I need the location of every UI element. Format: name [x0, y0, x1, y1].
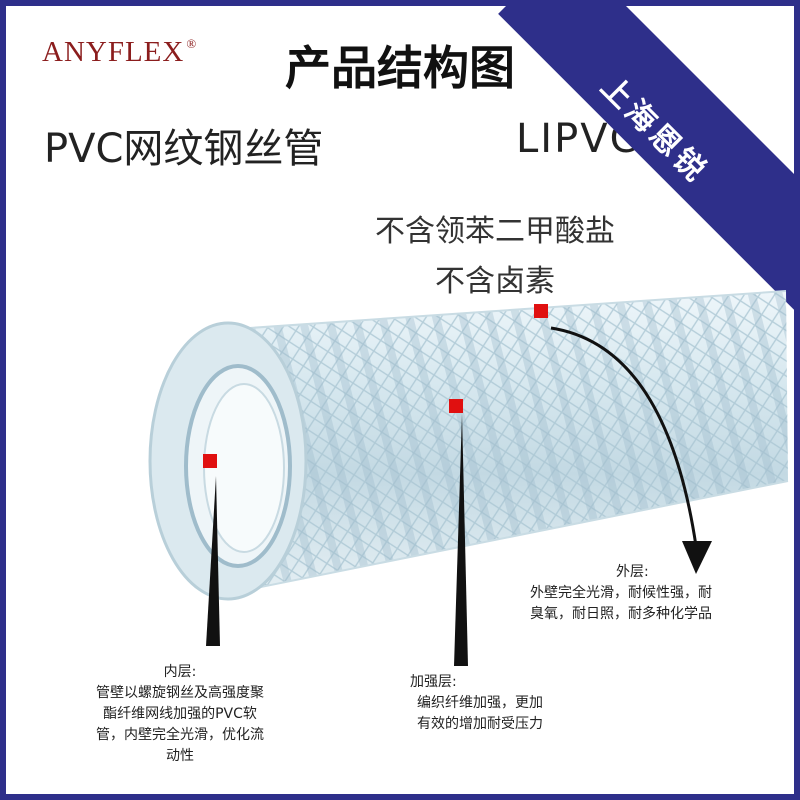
- inner-layer-marker: [203, 454, 217, 468]
- inner-layer-line-4: 动性: [166, 748, 194, 764]
- registered-mark: ®: [186, 36, 198, 51]
- inner-layer-title: 内层:: [163, 664, 197, 680]
- hose-illustration: [148, 290, 789, 666]
- brand-name: ANYFLEX: [42, 36, 185, 68]
- outer-layer-caption: 外层: 外壁完全光滑，耐候性强，耐 臭氧，耐日照，耐多种化学品: [530, 562, 780, 625]
- page-title: 产品结构图: [285, 41, 515, 95]
- inner-layer-line-1: 管壁以螺旋钢丝及高强度聚: [96, 685, 264, 701]
- inner-layer-caption: 内层: 管壁以螺旋钢丝及高强度聚 酯纤维网线加强的PVC软 管，内壁完全光滑，优…: [60, 662, 300, 767]
- outer-layer-arrow: [550, 326, 712, 574]
- brand-logo: ANYFLEX®: [42, 36, 197, 69]
- hose-end: [148, 321, 308, 601]
- page: ANYFLEX® 产品结构图 PVC网纹钢丝管 LIPVCH D 上海恩锐 不含…: [6, 6, 794, 794]
- outer-layer-line-1: 外壁完全光滑，耐候性强，耐: [530, 585, 712, 601]
- inner-layer-arrow: [206, 476, 220, 646]
- inner-layer-line-2: 酯纤维网线加强的PVC软: [103, 706, 257, 722]
- claim-halogen-free: 不含卤素: [435, 264, 555, 299]
- product-name: PVC网纹钢丝管: [44, 126, 324, 172]
- inner-layer-line-3: 管，内壁完全光滑，优化流: [96, 727, 264, 743]
- reinforce-layer-title: 加强层:: [410, 674, 457, 690]
- outer-layer-line-2: 臭氧，耐日照，耐多种化学品: [530, 606, 712, 622]
- outer-layer-title: 外层:: [616, 564, 649, 580]
- reinforce-layer-line-1: 编织纤维加强，更加: [417, 695, 543, 711]
- reinforce-layer-marker: [449, 399, 463, 413]
- reinforce-layer-line-2: 有效的增加耐受压力: [417, 716, 543, 732]
- outer-layer-marker: [534, 304, 548, 318]
- claim-phthalate-free: 不含领苯二甲酸盐: [375, 214, 615, 249]
- reinforce-layer-arrow: [454, 414, 468, 666]
- reinforce-layer-caption: 加强层: 编织纤维加强，更加 有效的增加耐受压力: [380, 672, 580, 735]
